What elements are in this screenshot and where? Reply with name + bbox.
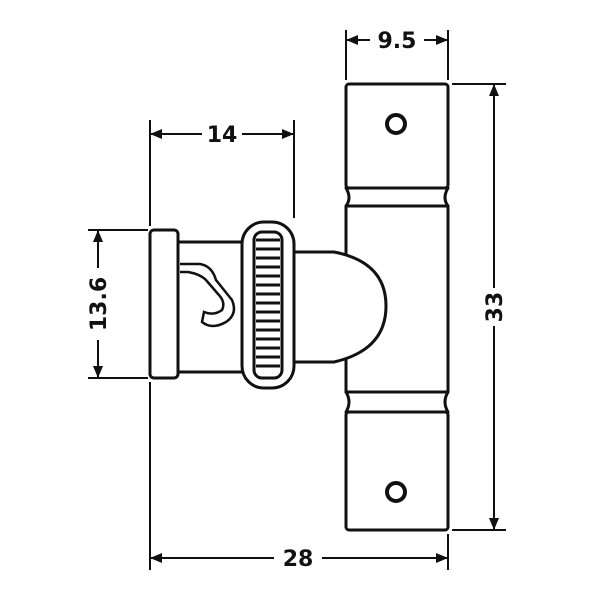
plug-sleeve xyxy=(174,240,248,374)
lower-sleeve xyxy=(344,410,450,532)
plug-diameter-label: 13.6 xyxy=(87,277,112,331)
lower-collar xyxy=(344,390,450,414)
dimension-top-width: 9.5 xyxy=(345,29,449,80)
top-width-label: 9.5 xyxy=(378,29,417,54)
dimension-plug-length: 14 xyxy=(149,120,295,226)
side-branch xyxy=(292,250,388,364)
bnc-plug xyxy=(148,220,296,390)
plug-length-label: 14 xyxy=(207,123,238,148)
dimension-body-height: 33 xyxy=(452,83,508,531)
knurl-lines xyxy=(256,238,280,368)
upper-hole xyxy=(385,113,407,135)
upper-sleeve xyxy=(344,82,450,190)
t-body xyxy=(344,82,450,532)
plug-flange xyxy=(148,228,180,380)
overall-width-label: 28 xyxy=(283,547,314,572)
lower-hole xyxy=(385,481,407,503)
bayonet-slot xyxy=(180,262,236,328)
upper-collar xyxy=(344,186,450,208)
dimension-overall-width: 28 xyxy=(149,382,449,572)
body-height-label: 33 xyxy=(483,292,508,323)
dimension-plug-diameter: 13.6 xyxy=(87,229,148,379)
